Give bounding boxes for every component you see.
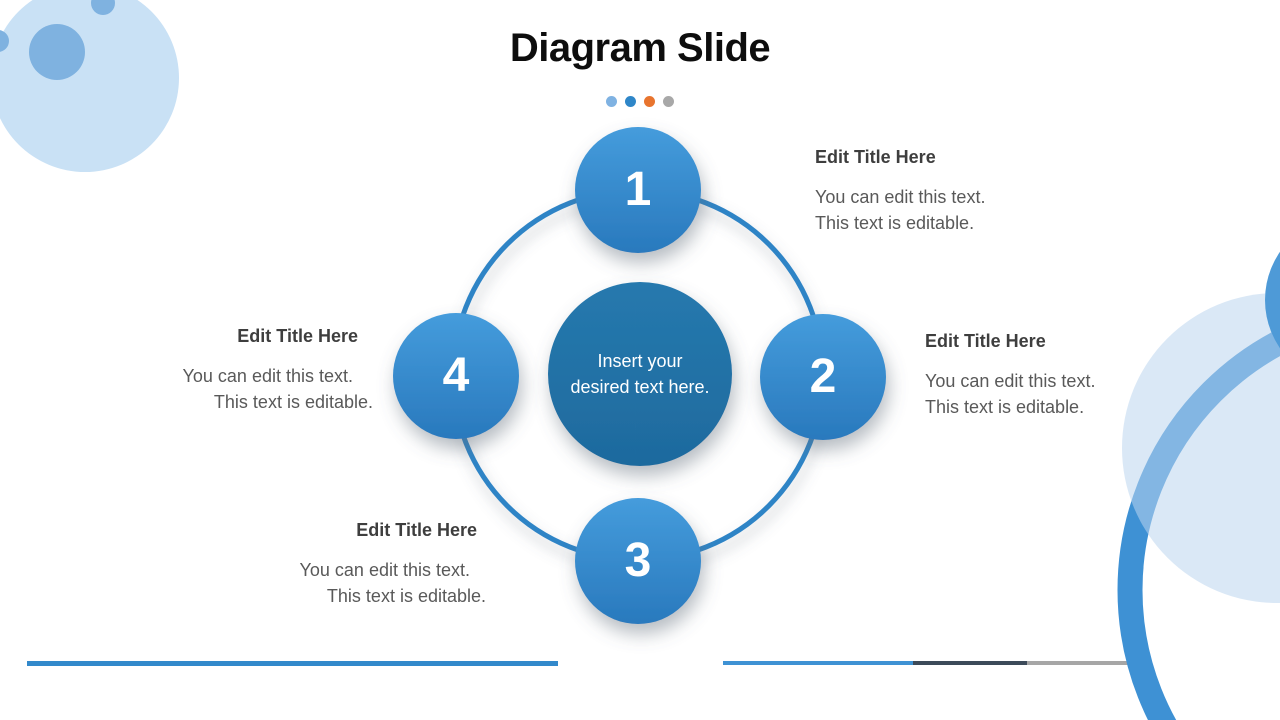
slide-title[interactable]: Diagram Slide [509,26,771,70]
block-3-title[interactable]: Edit Title Here [356,520,477,540]
pagination-dot-2 [625,96,636,107]
block-2-title[interactable]: Edit Title Here [925,331,1046,351]
text-block-1[interactable]: Edit Title Here You can edit this text. … [815,147,1105,236]
block-3-body-line2: This text is editable. [326,586,486,606]
pagination-dot-1 [606,96,617,107]
pagination-dot-3 [644,96,655,107]
node-number-4: 4 [442,349,470,402]
pagination-dot-4 [663,96,674,107]
node-number-2: 2 [809,350,837,403]
text-block-4[interactable]: Edit Title Here You can edit this text. … [83,326,373,415]
decor-bubble-small-top [91,0,115,15]
decor-circle-crescent [1265,251,1280,349]
block-1-body-line1: You can edit this text. [815,187,986,207]
block-4-body-line1: You can edit this text. [182,366,353,386]
block-2-body-line1: You can edit this text. [925,371,1096,391]
block-3-body[interactable]: You can edit this text. This text is edi… [196,557,486,609]
block-1-body-line2: This text is editable. [815,213,975,233]
node-number-3: 3 [624,534,652,587]
center-text[interactable]: Insert your desired text here. [548,282,732,466]
footer-line-right [723,661,1130,665]
footer-segment-blue [723,661,913,665]
text-block-3[interactable]: Edit Title Here You can edit this text. … [196,520,486,609]
text-block-2[interactable]: Edit Title Here You can edit this text. … [925,331,1215,420]
block-1-body[interactable]: You can edit this text. This text is edi… [815,184,1105,236]
footer-line-left [27,661,558,666]
pagination-dots [0,96,1280,107]
block-4-body-line2: This text is editable. [213,392,373,412]
node-number-1: 1 [624,163,652,216]
footer-segment-gray [1027,661,1130,665]
block-4-body[interactable]: You can edit this text. This text is edi… [83,363,373,415]
center-text-value: Insert your desired text here. [570,351,710,397]
block-1-title[interactable]: Edit Title Here [815,147,936,167]
block-2-body-line2: This text is editable. [925,397,1085,417]
block-3-body-line1: You can edit this text. [299,560,470,580]
block-4-title[interactable]: Edit Title Here [237,326,358,346]
footer-segment-dark [913,661,1027,665]
block-2-body[interactable]: You can edit this text. This text is edi… [925,368,1215,420]
